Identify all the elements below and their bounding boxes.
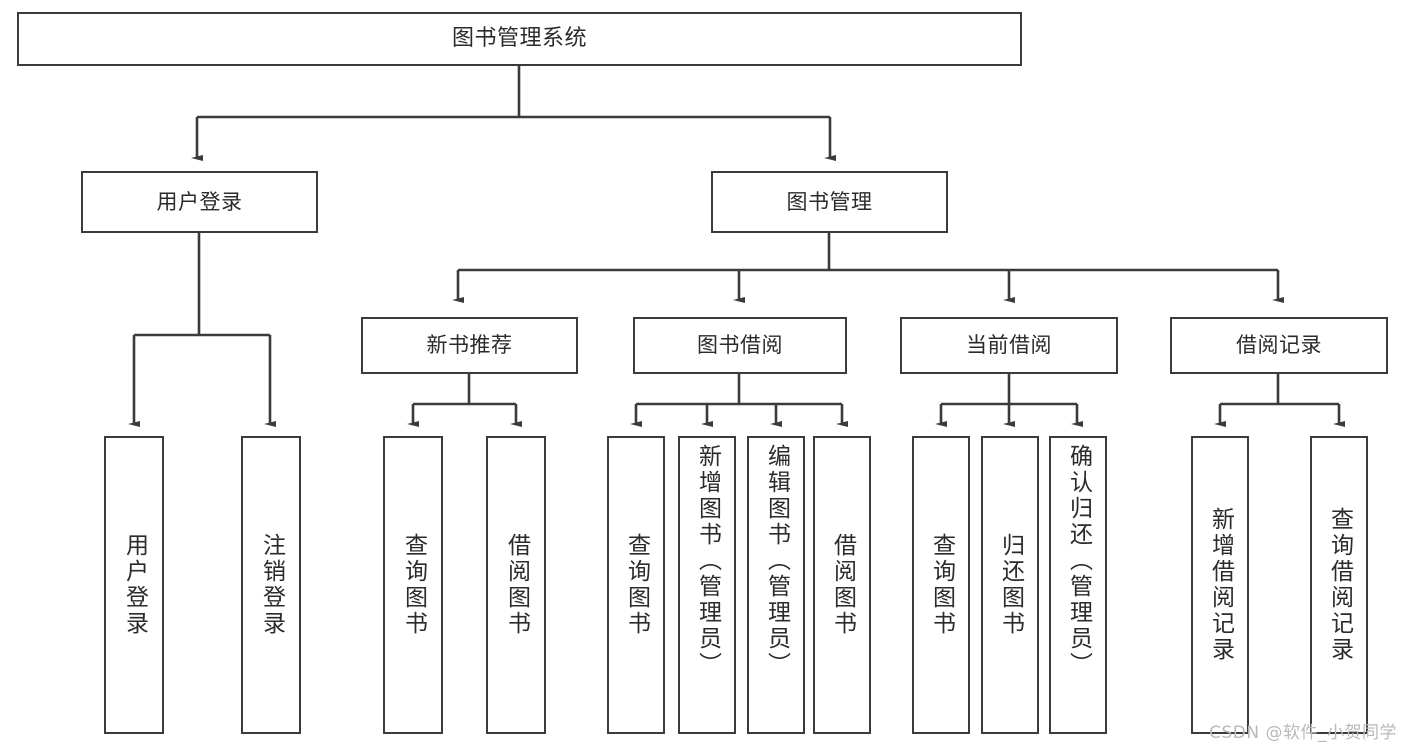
leaf-edit-book-admin[interactable]: 编辑图书（管理员） xyxy=(747,436,805,734)
node-user-login[interactable]: 用户登录 xyxy=(81,171,318,233)
node-book-management[interactable]: 图书管理 xyxy=(711,171,948,233)
node-label: 查询借阅记录 xyxy=(1326,507,1353,663)
leaf-borrow-book-recommend[interactable]: 借阅图书 xyxy=(486,436,546,734)
node-borrow-record[interactable]: 借阅记录 xyxy=(1170,317,1388,374)
node-new-book-recommend[interactable]: 新书推荐 xyxy=(361,317,578,374)
node-label: 借阅图书 xyxy=(829,533,856,637)
node-label: 注销登录 xyxy=(258,533,285,637)
node-label: 查询图书 xyxy=(928,533,955,637)
node-label: 查询图书 xyxy=(623,533,650,637)
csdn-watermark: CSDN @软件_小贺同学 xyxy=(1209,723,1397,743)
node-label: 借阅图书 xyxy=(503,533,530,637)
leaf-add-book-admin[interactable]: 新增图书（管理员） xyxy=(678,436,736,734)
node-label: 借阅记录 xyxy=(1236,333,1322,358)
leaf-return-book[interactable]: 归还图书 xyxy=(981,436,1039,734)
node-label: 当前借阅 xyxy=(966,333,1052,358)
leaf-query-book-borrow[interactable]: 查询图书 xyxy=(607,436,665,734)
leaf-borrow-book[interactable]: 借阅图书 xyxy=(813,436,871,734)
leaf-user-login[interactable]: 用户登录 xyxy=(104,436,164,734)
node-label: 图书借阅 xyxy=(697,333,783,358)
node-label: 确认归还（管理员） xyxy=(1065,444,1092,678)
leaf-logout-login[interactable]: 注销登录 xyxy=(241,436,301,734)
node-label: 查询图书 xyxy=(400,533,427,637)
node-label: 图书管理系统 xyxy=(451,26,587,52)
leaf-query-book-recommend[interactable]: 查询图书 xyxy=(383,436,443,734)
node-book-borrow[interactable]: 图书借阅 xyxy=(633,317,847,374)
node-label: 用户登录 xyxy=(156,189,243,214)
node-root-book-management-system[interactable]: 图书管理系统 xyxy=(17,12,1022,66)
node-label: 用户登录 xyxy=(121,533,148,637)
leaf-confirm-return-admin[interactable]: 确认归还（管理员） xyxy=(1049,436,1107,734)
node-label: 编辑图书（管理员） xyxy=(763,444,790,678)
leaf-add-borrow-record[interactable]: 新增借阅记录 xyxy=(1191,436,1249,734)
node-label: 图书管理 xyxy=(786,189,873,214)
node-label: 新增图书（管理员） xyxy=(694,444,721,678)
node-label: 新增借阅记录 xyxy=(1207,507,1234,663)
leaf-query-borrow-record[interactable]: 查询借阅记录 xyxy=(1310,436,1368,734)
node-current-borrow[interactable]: 当前借阅 xyxy=(900,317,1118,374)
node-label: 新书推荐 xyxy=(426,333,513,358)
node-label: 归还图书 xyxy=(997,533,1024,637)
leaf-query-book-current[interactable]: 查询图书 xyxy=(912,436,970,734)
